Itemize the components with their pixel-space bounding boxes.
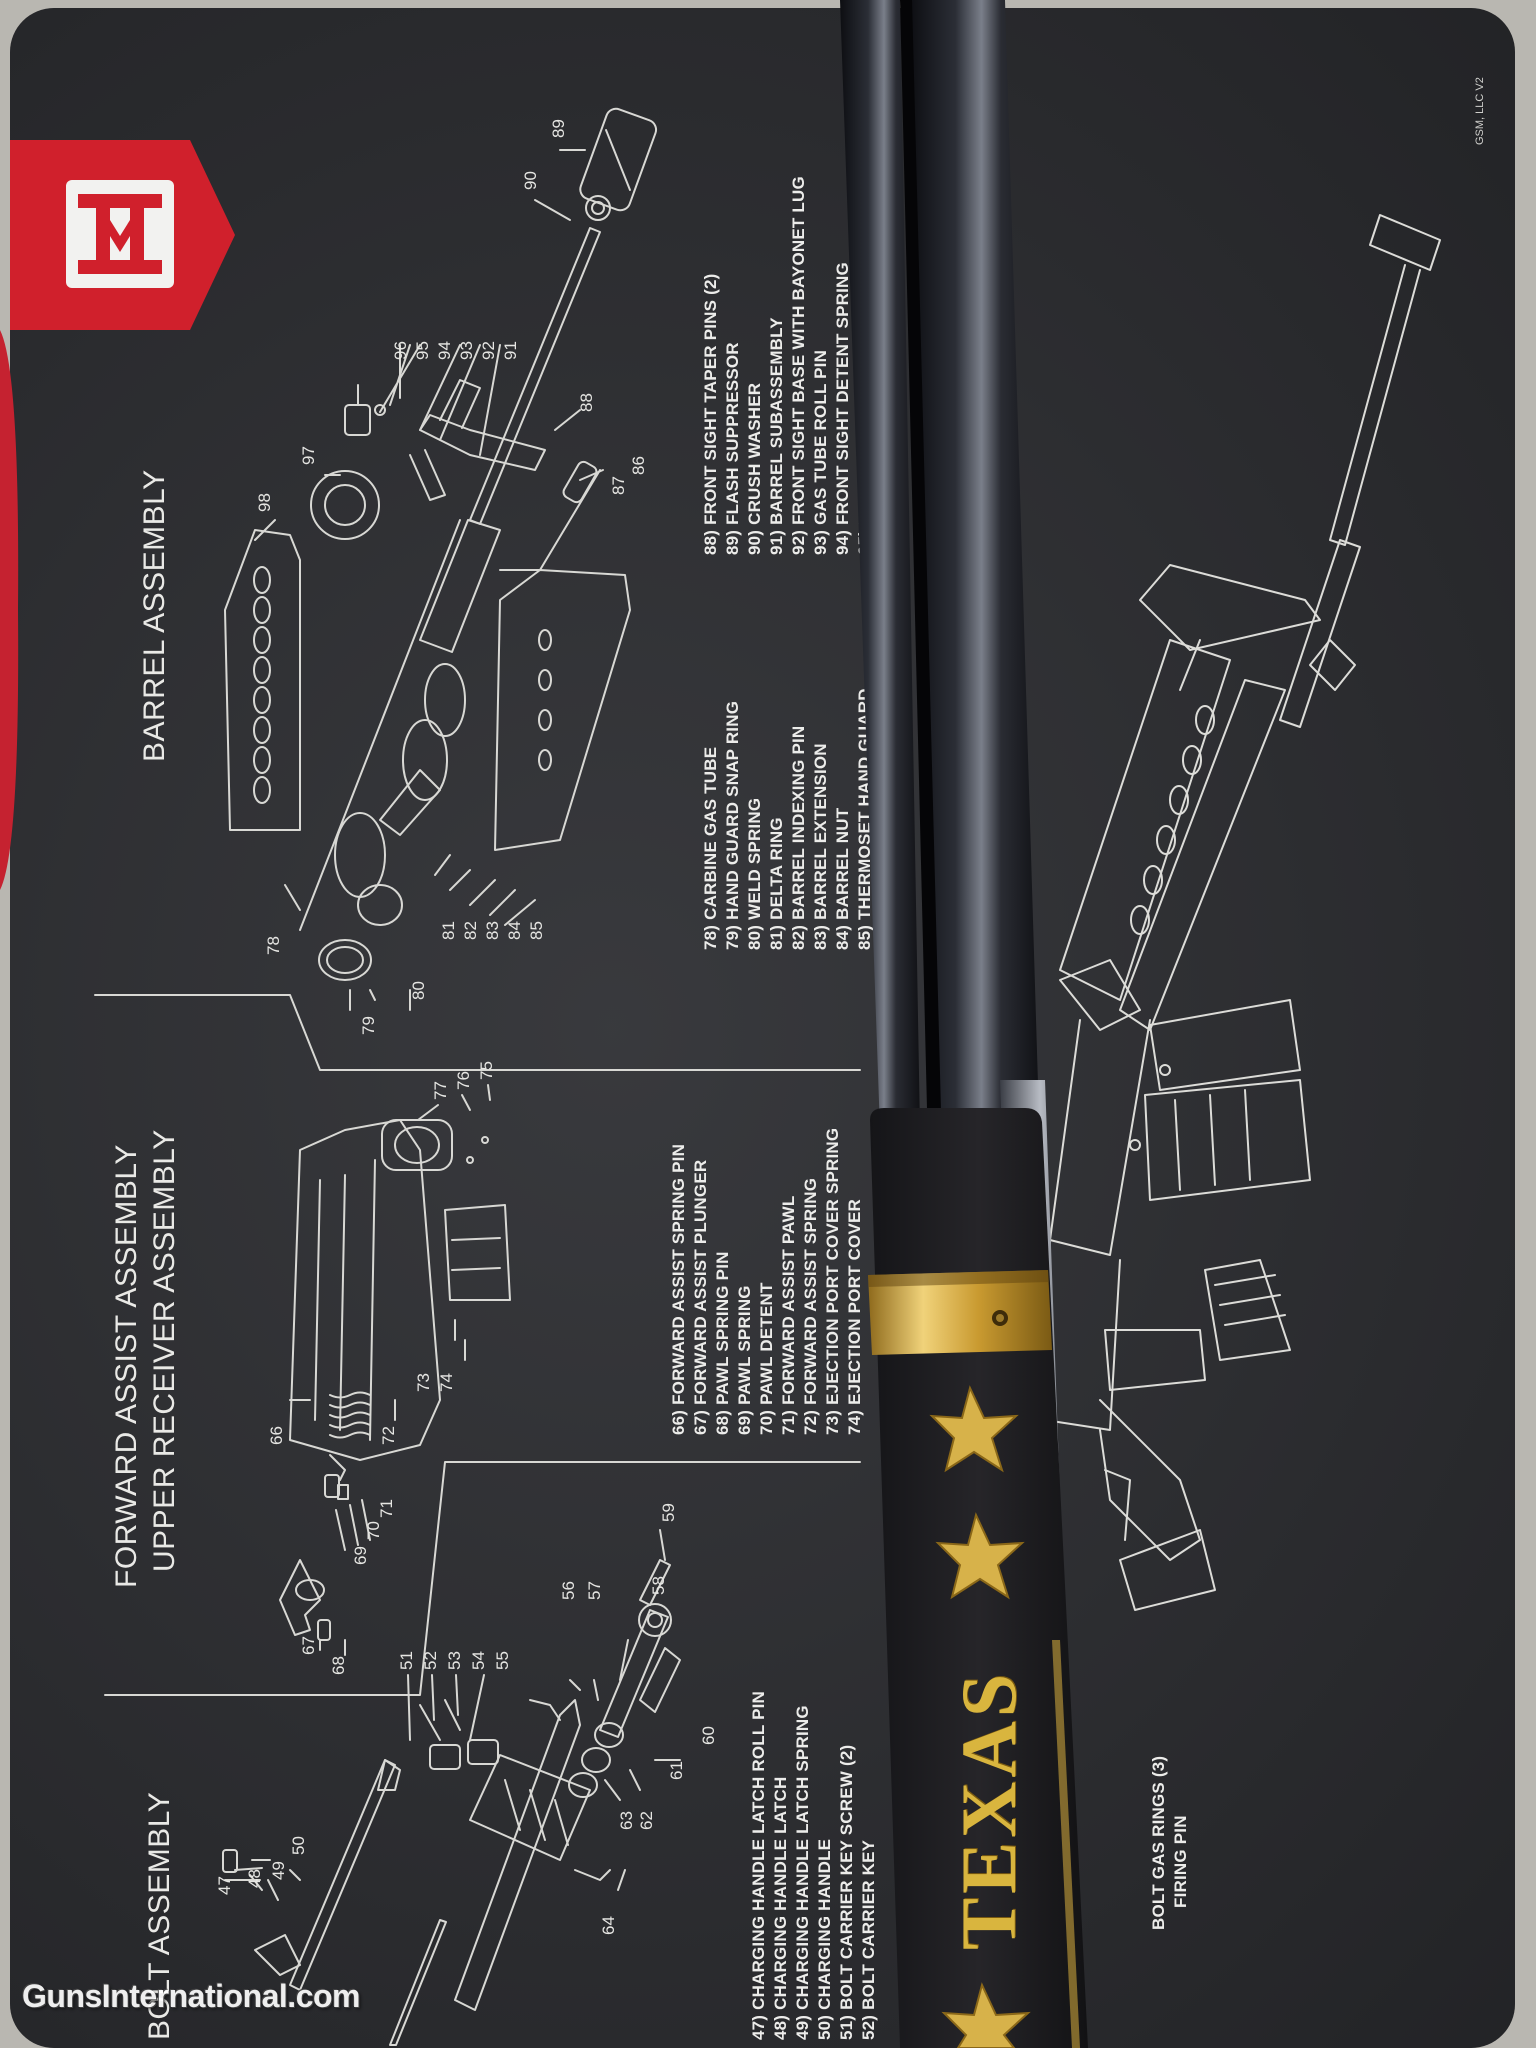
callout-number: 55 xyxy=(493,1651,512,1670)
legend-line: FIRING PIN xyxy=(1171,1815,1190,1908)
callout-number: 88 xyxy=(577,393,596,412)
callout-number: 50 xyxy=(289,1836,308,1855)
callout-number: 91 xyxy=(501,341,520,360)
callout-number: 85 xyxy=(527,921,546,940)
callout-number: 60 xyxy=(699,1726,718,1745)
legend-line: 89) FLASH SUPPRESSOR xyxy=(723,342,742,555)
legend-line: 66) FORWARD ASSIST SPRING PIN xyxy=(669,1143,688,1435)
callout-number: 94 xyxy=(435,341,454,360)
callout-number: 56 xyxy=(559,1581,578,1600)
callout-number: 97 xyxy=(299,446,318,465)
legend-line: 71) FORWARD ASSIST PAWL xyxy=(779,1195,798,1435)
callout-number: 61 xyxy=(667,1761,686,1780)
rifle-barrel-photo xyxy=(840,0,1088,2048)
legend-line: 92) FRONT SIGHT BASE WITH BAYONET LUG xyxy=(789,176,808,555)
callout-number: 80 xyxy=(409,981,428,1000)
legend-line: BOLT GAS RINGS (3) xyxy=(1149,1755,1168,1930)
callout-number: 92 xyxy=(479,341,498,360)
callout-number: 68 xyxy=(329,1656,348,1675)
upper-receiver-drawing xyxy=(279,1084,511,1656)
legend-line: 79) HAND GUARD SNAP RING xyxy=(723,700,742,950)
callout-number: 51 xyxy=(397,1651,416,1670)
legend-line: 82) BARREL INDEXING PIN xyxy=(789,725,808,950)
callout-number: 83 xyxy=(483,921,502,940)
callout-number: 67 xyxy=(299,1636,318,1655)
callout-number: 79 xyxy=(359,1016,378,1035)
callout-number: 86 xyxy=(629,456,648,475)
brand-tag: GSM, LLC V2 xyxy=(1474,77,1486,145)
legend-line: 47) CHARGING HANDLE LATCH ROLL PIN xyxy=(749,1690,768,2040)
callout-number: 93 xyxy=(457,341,476,360)
legend-line: 68) PAWL SPRING PIN xyxy=(713,1251,732,1435)
callout-number: 98 xyxy=(255,493,274,512)
callout-number: 58 xyxy=(649,1576,668,1595)
legend-line: 69) PAWL SPRING xyxy=(735,1285,754,1435)
callout-number: 89 xyxy=(549,119,568,138)
watermark: GunsInternational.com xyxy=(22,1978,360,2014)
cleaning-mat xyxy=(10,8,1515,2048)
heading-barrel-assembly: BARREL ASSEMBLY xyxy=(138,469,171,762)
callout-number: 53 xyxy=(445,1651,464,1670)
callout-number: 78 xyxy=(264,936,283,955)
legend-line: 78) CARBINE GAS TUBE xyxy=(701,746,720,950)
callout-number: 63 xyxy=(617,1811,636,1830)
legend-line: 70) PAWL DETENT xyxy=(757,1282,776,1435)
heading-forward-assist: FORWARD ASSIST ASSEMBLY xyxy=(110,1144,143,1588)
legend-line: 72) FORWARD ASSIST SPRING xyxy=(801,1177,820,1435)
heading-upper-receiver: UPPER RECEIVER ASSEMBLY xyxy=(148,1129,181,1572)
barrel-assembly-drawing xyxy=(224,107,658,1011)
callout-number: 82 xyxy=(461,921,480,940)
callout-number: 76 xyxy=(454,1071,473,1090)
callout-number: 70 xyxy=(364,1521,383,1540)
callout-number: 84 xyxy=(505,921,524,940)
callout-number: 54 xyxy=(469,1651,488,1670)
callout-number: 72 xyxy=(379,1426,398,1445)
texas-engraving: TEXAS xyxy=(945,1669,1032,1950)
divider-barrel xyxy=(94,994,861,1071)
callout-number: 81 xyxy=(439,921,458,940)
bolt-assembly-drawing xyxy=(222,1529,681,2046)
brand-logo-icon xyxy=(66,180,174,288)
callout-number: 69 xyxy=(351,1546,370,1565)
legend-line: 80) WELD SPRING xyxy=(745,797,764,950)
callout-number: 66 xyxy=(267,1426,286,1445)
legend-line: 67) FORWARD ASSIST PLUNGER xyxy=(691,1159,710,1435)
rifle-silhouette-drawing xyxy=(1044,214,1441,1611)
callout-number: 74 xyxy=(437,1373,456,1392)
legend-line: 88) FRONT SIGHT TAPER PINS (2) xyxy=(701,273,720,556)
divider-upper xyxy=(104,1461,861,1696)
legend-line: 48) CHARGING HANDLE LATCH xyxy=(771,1776,790,2040)
callout-number: 87 xyxy=(609,476,628,495)
callout-number: 64 xyxy=(599,1916,618,1935)
callout-number: 48 xyxy=(245,1869,264,1888)
callout-number: 62 xyxy=(637,1811,656,1830)
callout-number: 52 xyxy=(421,1651,440,1670)
legend-line: 90) CRUSH WASHER xyxy=(745,382,764,555)
legend-line: 91) BARREL SUBASSEMBLY xyxy=(767,317,786,555)
callout-number: 49 xyxy=(269,1861,288,1880)
callout-number: 57 xyxy=(585,1581,604,1600)
handguard-vents xyxy=(253,566,271,804)
callout-number: 75 xyxy=(477,1061,496,1080)
callout-number: 77 xyxy=(431,1081,450,1100)
callout-number: 96 xyxy=(391,341,410,360)
callout-number: 47 xyxy=(215,1876,234,1895)
mat-shading xyxy=(10,8,1515,2048)
legend-line: 49) CHARGING HANDLE LATCH SPRING xyxy=(793,1705,812,2040)
callout-number: 59 xyxy=(659,1503,678,1522)
callout-number: 90 xyxy=(521,171,540,190)
callout-number: 73 xyxy=(414,1373,433,1392)
callout-number: 71 xyxy=(377,1499,396,1518)
callout-number: 95 xyxy=(413,341,432,360)
red-object-edge xyxy=(0,330,19,890)
legend-line: 81) DELTA RING xyxy=(767,817,786,950)
